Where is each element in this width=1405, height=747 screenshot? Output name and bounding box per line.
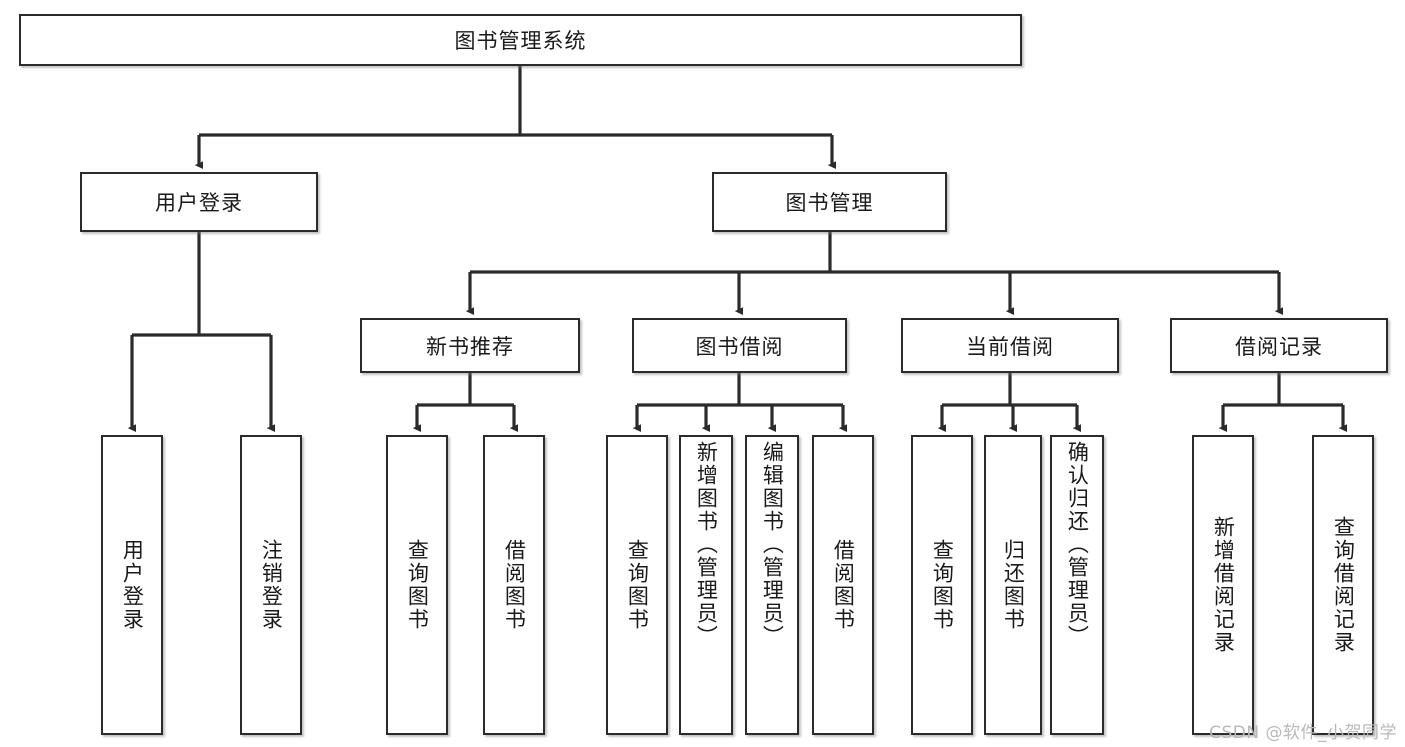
node-book-borrow-label: 图书借阅: [695, 334, 784, 359]
node-book-manage-label: 图书管理: [785, 191, 874, 215]
leaf-query-book-current-label: 查询图书: [930, 539, 955, 631]
leaf-query-book-borrow-label: 查询图书: [625, 539, 650, 631]
leaf-borrow-book-recommend[interactable]: 借阅图书: [483, 435, 545, 735]
leaf-add-borrow-record-label: 新增借阅记录: [1211, 516, 1236, 654]
leaf-add-borrow-record[interactable]: 新增借阅记录: [1192, 435, 1254, 735]
leaf-query-book-recommend-label: 查询图书: [405, 539, 430, 631]
leaf-logout[interactable]: 注销登录: [240, 435, 302, 735]
leaf-edit-book-admin-label: 编辑图书（管理员）: [760, 441, 785, 648]
leaf-logout-label: 注销登录: [259, 539, 284, 631]
watermark: CSDN @软件_小贺同学: [1209, 723, 1397, 743]
node-book-manage[interactable]: 图书管理: [712, 172, 947, 232]
node-user-login[interactable]: 用户登录: [80, 172, 318, 232]
leaf-query-borrow-record-label: 查询借阅记录: [1331, 516, 1356, 654]
node-current-borrow[interactable]: 当前借阅: [901, 318, 1119, 373]
node-current-borrow-label: 当前借阅: [966, 334, 1054, 359]
node-new-book-recommend[interactable]: 新书推荐: [360, 318, 580, 373]
leaf-user-login-label: 用户登录: [120, 539, 145, 631]
node-borrow-record[interactable]: 借阅记录: [1170, 318, 1388, 373]
leaf-return-book[interactable]: 归还图书: [984, 435, 1042, 735]
leaf-query-book-current[interactable]: 查询图书: [911, 435, 973, 735]
leaf-query-book-borrow[interactable]: 查询图书: [606, 435, 668, 735]
leaf-return-book-label: 归还图书: [1001, 539, 1026, 631]
leaf-user-login[interactable]: 用户登录: [101, 435, 163, 735]
node-user-login-label: 用户登录: [155, 191, 243, 215]
node-root[interactable]: 图书管理系统: [19, 14, 1022, 66]
leaf-confirm-return-admin-label: 确认归还（管理员）: [1065, 441, 1090, 648]
node-book-borrow[interactable]: 图书借阅: [632, 318, 847, 373]
leaf-borrow-book-recommend-label: 借阅图书: [502, 539, 527, 631]
leaf-query-borrow-record[interactable]: 查询借阅记录: [1312, 435, 1374, 735]
leaf-add-book-admin-label: 新增图书（管理员）: [694, 441, 719, 648]
node-borrow-record-label: 借阅记录: [1235, 334, 1323, 359]
leaf-confirm-return-admin[interactable]: 确认归还（管理员）: [1050, 435, 1104, 735]
leaf-edit-book-admin[interactable]: 编辑图书（管理员）: [745, 435, 799, 735]
leaf-borrow-book-borrow-label: 借阅图书: [831, 539, 856, 631]
leaf-add-book-admin[interactable]: 新增图书（管理员）: [679, 435, 733, 735]
node-new-book-recommend-label: 新书推荐: [426, 334, 514, 359]
node-root-label: 图书管理系统: [454, 29, 587, 53]
leaf-query-book-recommend[interactable]: 查询图书: [386, 435, 448, 735]
leaf-borrow-book-borrow[interactable]: 借阅图书: [812, 435, 874, 735]
